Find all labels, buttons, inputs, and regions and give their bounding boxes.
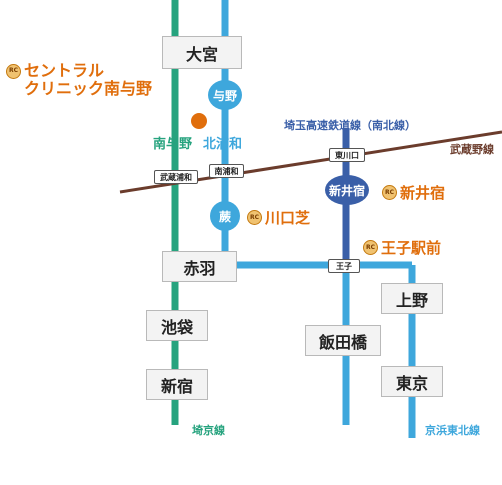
clinic-name-line1: セントラル (24, 61, 105, 80)
clinic-logo-icon: RC (363, 240, 378, 255)
clinic-logo-icon: RC (6, 63, 21, 79)
clinic-oji-ekimae: RC 王子駅前 (363, 237, 441, 258)
station-ueno: 上野 (381, 283, 443, 314)
station-musashi-urawa: 武蔵浦和 (154, 170, 198, 184)
station-tokyo: 東京 (381, 366, 443, 397)
clinic-shin-araijuku-label: 新井宿 (400, 184, 446, 202)
clinic-minami-yono: RC セントラル クリニック南与野 (6, 62, 152, 98)
station-higashi-kawaguchi: 東川口 (329, 148, 365, 162)
station-oji: 王子 (328, 259, 360, 273)
station-ikebukuro: 池袋 (146, 310, 208, 341)
clinic-kawaguchi-shiba: RC 川口芝 (247, 207, 310, 228)
clinic-name-line2: クリニック南与野 (24, 79, 153, 98)
clinic-shin-araijuku: RC 新井宿 (382, 182, 445, 203)
station-shinjuku: 新宿 (146, 369, 208, 400)
station-minami-urawa: 南浦和 (209, 164, 244, 178)
clinic-logo-icon: RC (382, 185, 397, 200)
station-warabi: 蕨 (210, 201, 240, 231)
station-minami-yono-label: 南与野 (153, 137, 193, 152)
clinic-marker-minami-yono (191, 113, 207, 129)
station-kita-urawa-label: 北浦和 (203, 137, 243, 152)
station-omiya: 大宮 (162, 36, 242, 69)
clinic-oji-ekimae-label: 王子駅前 (381, 239, 442, 257)
station-shin-araijuku: 新井宿 (325, 175, 369, 205)
station-iidabashi: 飯田橋 (305, 325, 381, 356)
station-akabane: 赤羽 (162, 251, 237, 282)
clinic-kawaguchi-shiba-label: 川口芝 (265, 209, 311, 227)
station-yono: 与野 (208, 80, 242, 110)
clinic-logo-icon: RC (247, 210, 262, 225)
line-label-keihin-tohoku: 京浜東北線 (425, 424, 480, 437)
line-label-musashino: 武蔵野線 (450, 143, 494, 156)
line-label-saikyo: 埼京線 (192, 424, 225, 437)
line-label-saitama-rapid: 埼玉高速鉄道線（南北線） (284, 119, 416, 132)
